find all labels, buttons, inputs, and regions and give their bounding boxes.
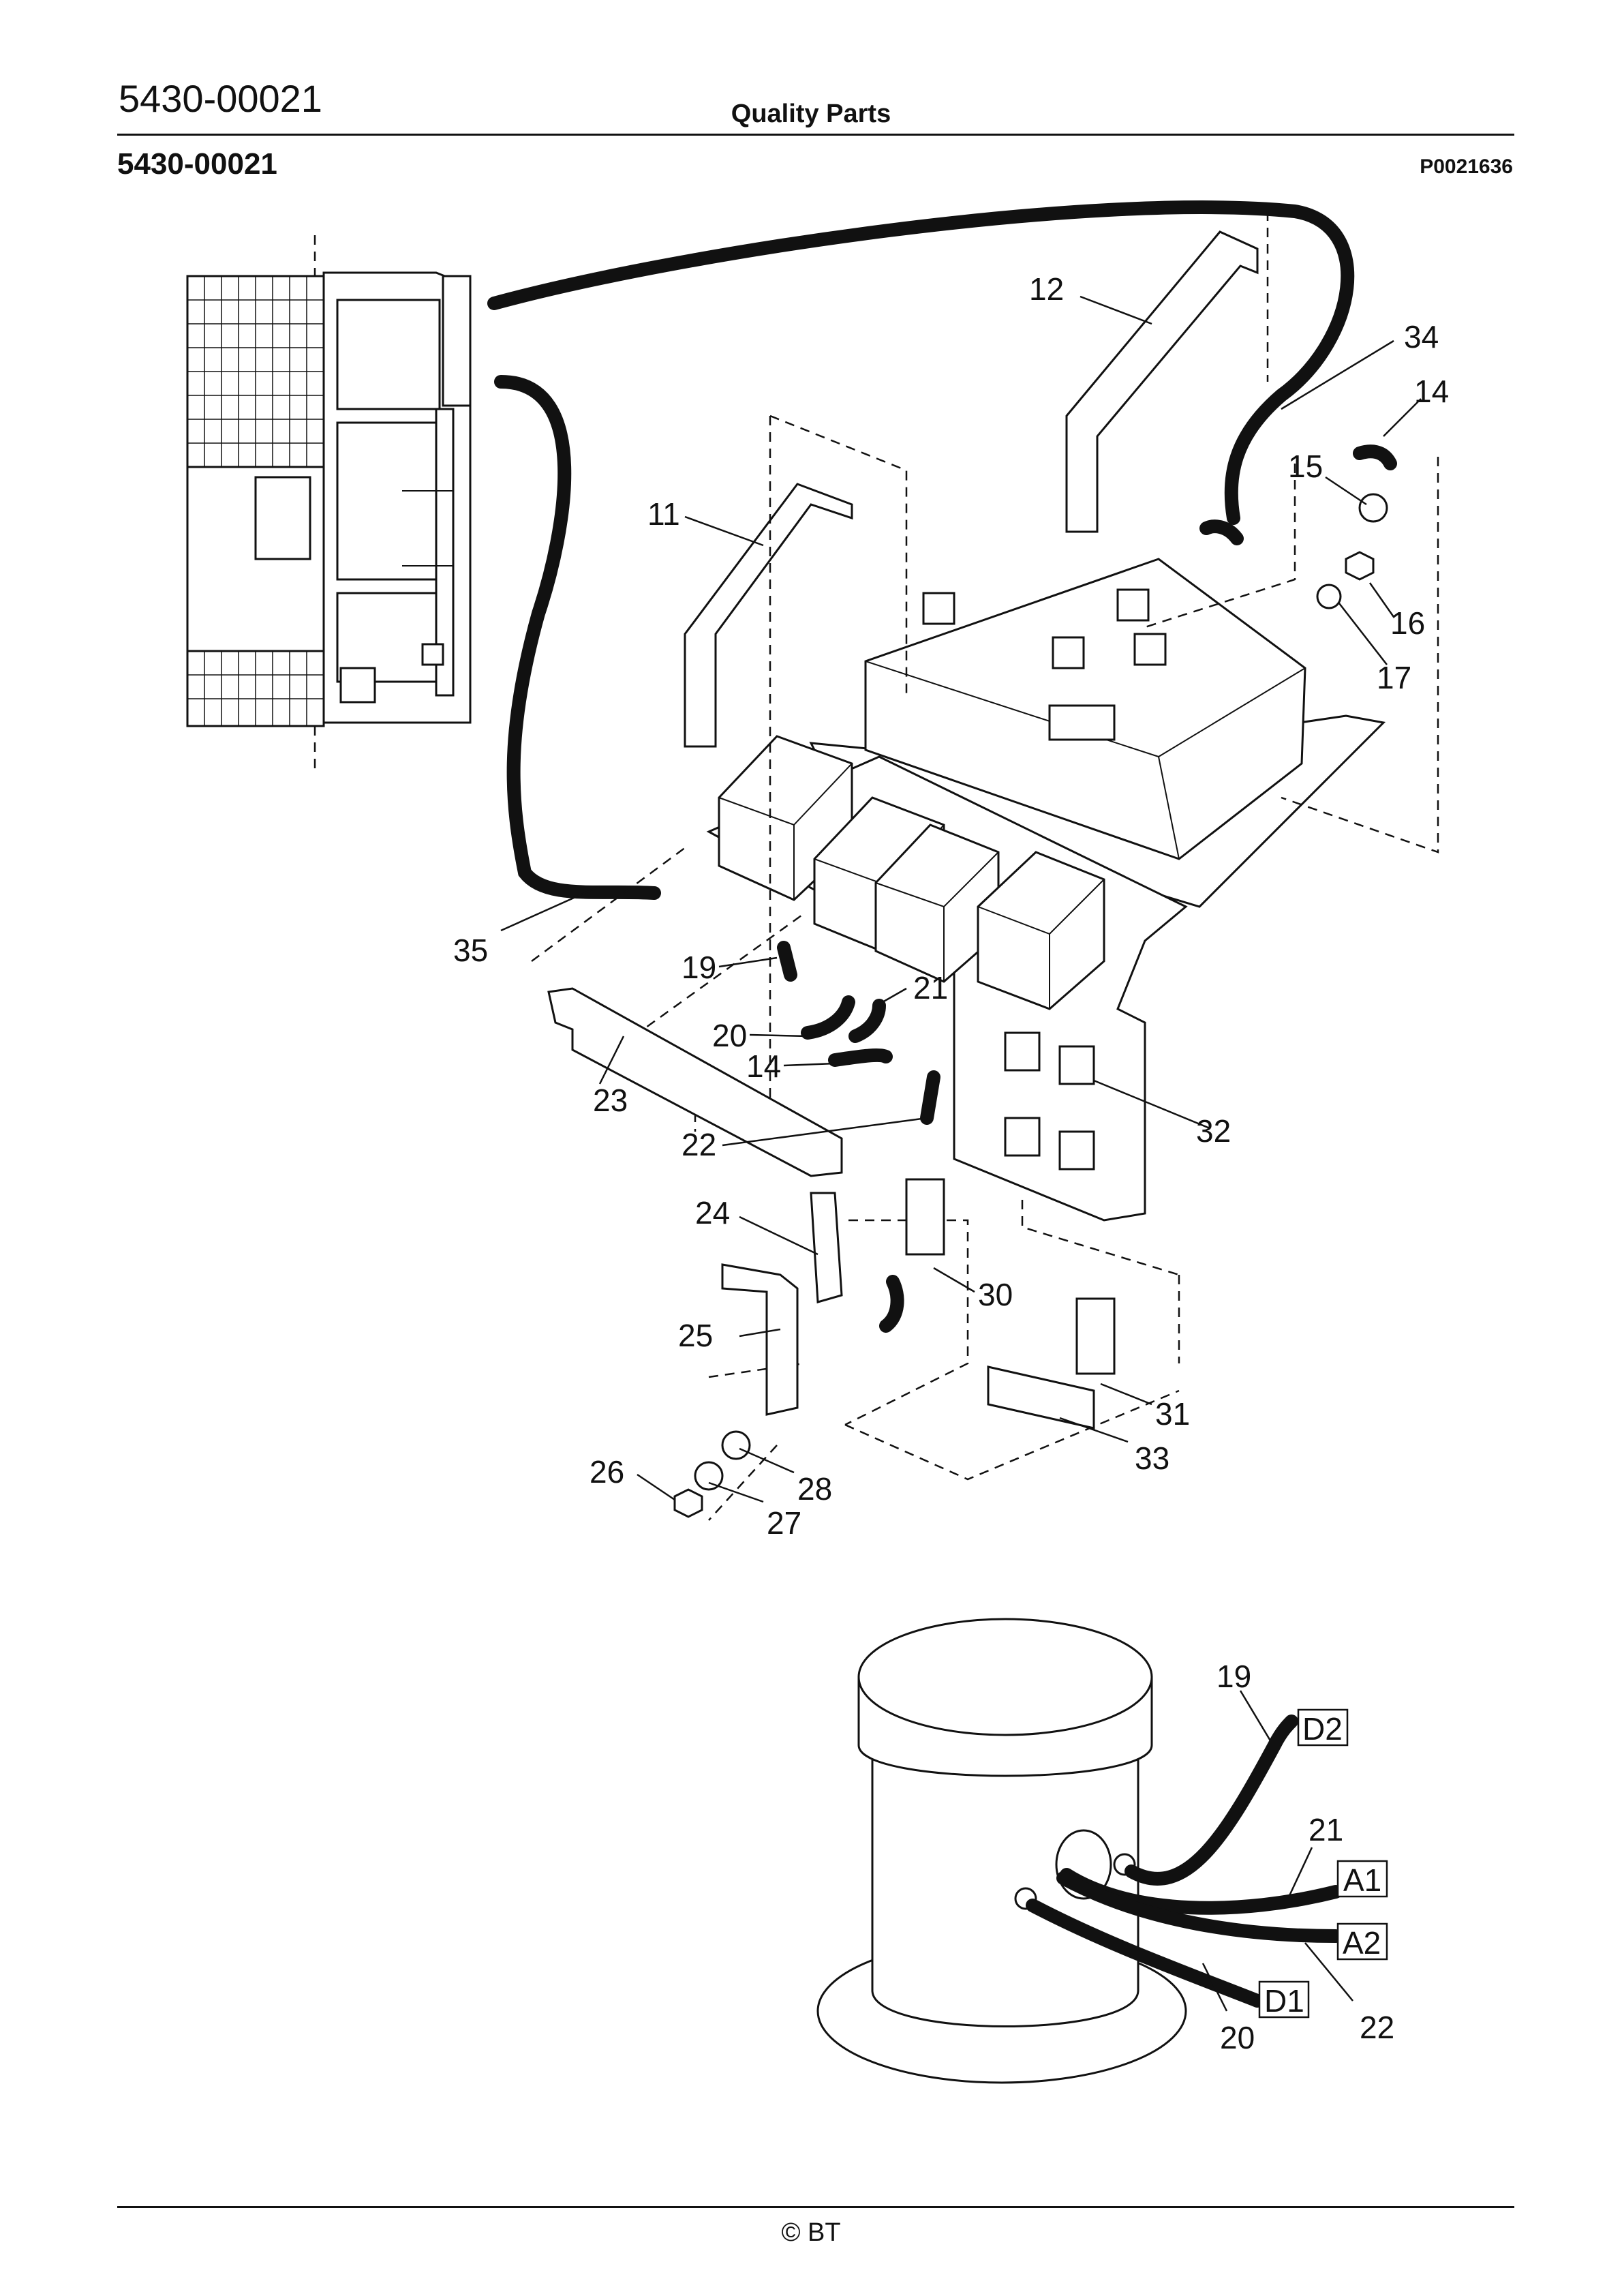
copyright-footer: © BT: [781, 2218, 841, 2247]
callout-20: 20: [712, 1018, 747, 1053]
fuse-31: [1075, 1297, 1116, 1375]
callout-34: 34: [1404, 319, 1439, 354]
quality-parts-title: Quality Parts: [731, 100, 891, 128]
detail-callout-21: 21: [1309, 1812, 1343, 1847]
callout-16: 16: [1390, 605, 1425, 641]
document-id-header: 5430-00021: [119, 77, 322, 120]
terminal-d1: D1: [1264, 1983, 1304, 2019]
detail-callout-20: 20: [1220, 2020, 1255, 2055]
nut-26: [673, 1488, 703, 1518]
washer-17: [1316, 584, 1342, 609]
callout-27: 27: [767, 1505, 801, 1541]
callout-33: 33: [1135, 1440, 1169, 1476]
bracket-23: [547, 987, 843, 1177]
fuse-30: [905, 1178, 945, 1256]
drawing-number: P0021636: [1420, 155, 1513, 178]
callout-30: 30: [978, 1277, 1013, 1312]
terminal-a2-box: [1336, 1922, 1388, 1961]
washer-28: [721, 1430, 751, 1460]
callout-14-mid: 14: [746, 1048, 781, 1084]
callout-32: 32: [1196, 1113, 1231, 1149]
header-rule: [117, 134, 1514, 136]
callout-26: 26: [590, 1454, 624, 1490]
motor-wiring-detail: 19 21 22 20 D2 A1 A2 D1: [816, 1618, 1394, 2084]
detail-callout-19: 19: [1216, 1659, 1251, 1694]
terminal-d2-box: [1297, 1708, 1349, 1747]
callout-31: 31: [1155, 1396, 1190, 1432]
detail-callout-22: 22: [1360, 2010, 1394, 2045]
plate-33: [987, 1365, 1095, 1430]
terminal-a1: A1: [1343, 1862, 1381, 1898]
contactors: [718, 735, 1105, 1010]
footer-rule: [117, 2206, 1514, 2208]
callout-17: 17: [1377, 660, 1411, 695]
callout-35: 35: [453, 933, 488, 968]
bolt-15: [1358, 493, 1388, 523]
terminals-32: [1004, 1031, 1095, 1170]
callout-28: 28: [797, 1471, 832, 1507]
callout-14-top: 14: [1414, 374, 1449, 409]
motor-cutaway: [186, 235, 472, 770]
callout-19: 19: [682, 950, 716, 985]
nut-16: [1345, 551, 1375, 581]
callout-25: 25: [678, 1318, 713, 1353]
terminal-d2: D2: [1302, 1711, 1343, 1747]
callout-24: 24: [695, 1195, 730, 1230]
bracket-25: [721, 1263, 799, 1416]
washer-27: [694, 1461, 724, 1491]
callout-12: 12: [1029, 271, 1064, 307]
callout-15: 15: [1288, 449, 1323, 484]
callout-21: 21: [913, 970, 948, 1006]
cable-34: [487, 200, 1355, 525]
terminal-a1-box: [1336, 1860, 1388, 1898]
terminal-d1-box: [1258, 1980, 1310, 2019]
callout-22: 22: [682, 1127, 716, 1162]
bracket-24: [810, 1192, 843, 1303]
cable-35: [494, 375, 661, 900]
callout-11: 11: [647, 496, 680, 532]
terminal-a2: A2: [1343, 1925, 1381, 1961]
controller-box: [809, 558, 1386, 908]
bracket-12: [1065, 230, 1259, 533]
callout-23: 23: [593, 1083, 628, 1118]
bracket-11: [684, 483, 853, 748]
document-id-bold: 5430-00021: [117, 147, 277, 181]
